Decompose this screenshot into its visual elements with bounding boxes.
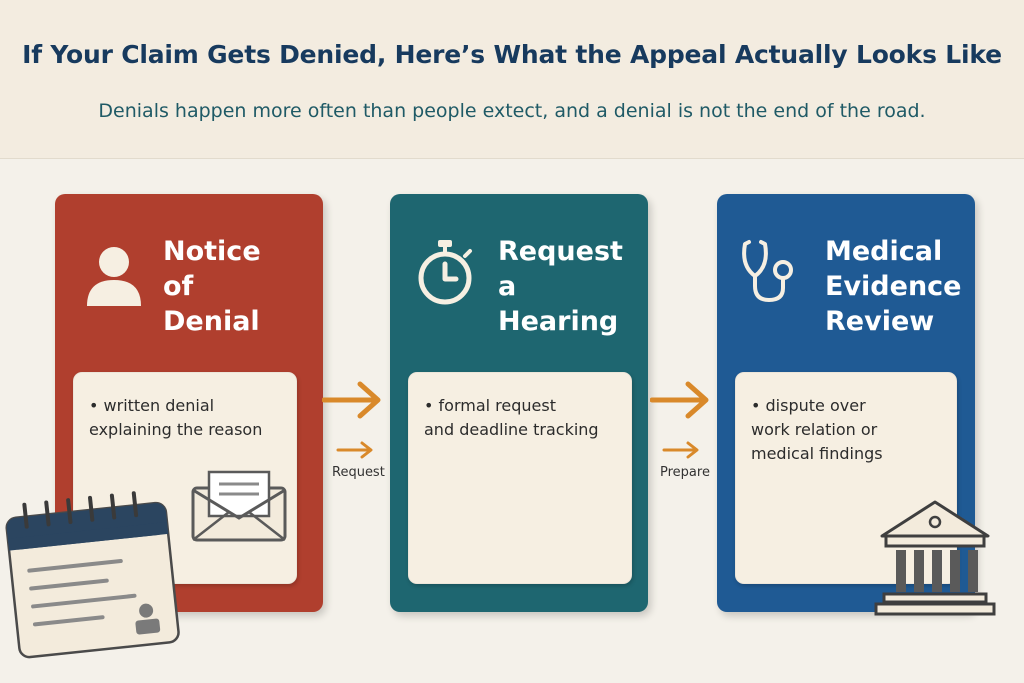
connector-label: Prepare <box>660 465 710 480</box>
envelope-icon <box>191 470 287 542</box>
stethoscope-icon <box>742 240 793 303</box>
step-card-request-a-hearing: Request a Hearing • formal request and d… <box>390 194 648 612</box>
step-title: Medical Evidence Review <box>825 236 962 337</box>
step-bullet: • dispute over work relation or medical … <box>751 396 883 463</box>
step-bullet: • written denial explaining the reason <box>89 396 263 439</box>
step-detail-box: • formal request and deadline tracking <box>408 372 632 584</box>
header-banner: If Your Claim Gets Denied, Here’s What t… <box>0 0 1024 159</box>
stopwatch-icon <box>418 240 472 305</box>
courthouse-icon <box>874 500 996 616</box>
connector-label: Request <box>332 465 385 480</box>
connector-arrow-2 <box>650 381 709 419</box>
step-bullet: • formal request and deadline tracking <box>424 396 599 439</box>
step-title: Request a Hearing <box>498 236 623 337</box>
step-title: Notice of Denial <box>163 236 261 337</box>
page-title: If Your Claim Gets Denied, Here’s What t… <box>22 40 1002 69</box>
page-subtitle: Denials happen more often than people ex… <box>98 100 926 122</box>
step-detail-box: • dispute over work relation or medical … <box>735 372 957 584</box>
connector-small-arrow-2 <box>662 441 699 459</box>
connector-arrow-1 <box>322 381 381 419</box>
connector-small-arrow-1 <box>336 441 373 459</box>
person-icon <box>87 247 141 306</box>
calendar-icon <box>5 491 180 659</box>
